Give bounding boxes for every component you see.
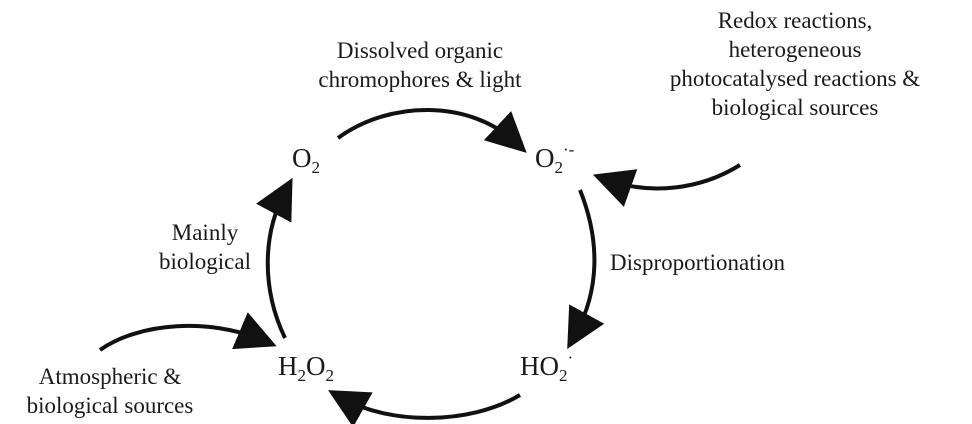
arrow-redox-sources-to-superoxide [592, 163, 742, 207]
node-ho2: HO2· [520, 348, 574, 385]
label-atmospheric-biological-sources: Atmospheric & biological sources [26, 364, 194, 418]
arrow-o2-to-superoxide [336, 108, 527, 153]
label-mainly-biological: Mainly biological [159, 220, 251, 274]
node-superoxide: O2·- [535, 140, 575, 177]
arrow-h2o2-to-o2 [256, 177, 293, 339]
arrow-atmospheric-sources-to-h2o2 [98, 312, 277, 352]
label-disproportionation: Disproportionation [610, 250, 786, 275]
label-dissolved-organic-chromophores: Dissolved organic chromophores & light [318, 38, 522, 92]
node-h2o2: H2O2 [278, 351, 334, 385]
arrow-superoxide-to-ho2 [567, 189, 605, 349]
arrow-ho2-to-h2o2 [328, 390, 522, 424]
node-o2: O2 [292, 143, 320, 177]
label-redox-reactions: Redox reactions, heterogeneous photocata… [669, 8, 921, 120]
